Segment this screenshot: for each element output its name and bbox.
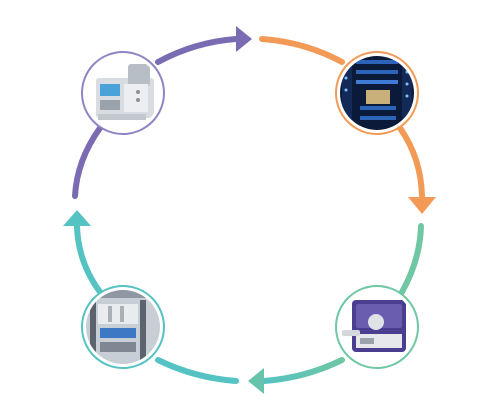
arc-orange-right — [397, 125, 425, 199]
node-top-left — [81, 51, 165, 135]
node-bottom-right — [335, 285, 419, 369]
arrowhead-purple — [236, 26, 252, 52]
arc-teal-left — [74, 223, 103, 295]
arc-green-right — [399, 223, 424, 295]
arrowhead-teal — [63, 210, 91, 226]
arrowhead-orange — [408, 197, 436, 214]
automation-workcell-icon — [86, 290, 160, 364]
arc-purple-left — [72, 125, 103, 199]
arc-green-bottom — [261, 357, 345, 384]
arc-orange-top — [259, 36, 345, 65]
arrowhead-green — [248, 368, 264, 394]
arc-purple-top — [155, 36, 239, 65]
server-rack-icon — [340, 56, 414, 130]
benchtop-analyzer-icon — [340, 290, 414, 364]
node-bottom-left — [81, 285, 165, 369]
arc-teal-bottom — [155, 357, 239, 384]
node-top-right — [335, 51, 419, 135]
lab-instrument-icon — [86, 56, 160, 130]
